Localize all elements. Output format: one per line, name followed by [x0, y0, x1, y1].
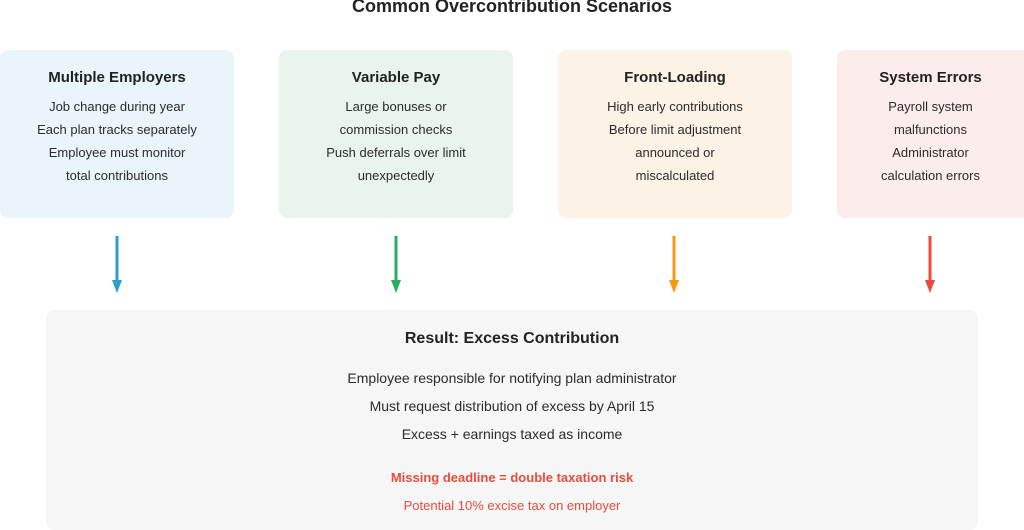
- scenario-card-system-errors: System Errors Payroll system malfunction…: [837, 50, 1024, 218]
- arrow-head: [112, 280, 122, 293]
- scenario-card-variable-pay: Variable Pay Large bonuses or commission…: [279, 50, 513, 218]
- result-line: Must request distribution of excess by A…: [369, 398, 655, 414]
- scenario-line: Large bonuses or: [345, 99, 447, 114]
- scenario-line: Employee must monitor: [48, 145, 186, 160]
- result-line: Employee responsible for notifying plan …: [347, 370, 677, 386]
- diagram-title: Common Overcontribution Scenarios: [351, 0, 673, 16]
- scenario-line: High early contributions: [607, 99, 743, 114]
- scenario-line: total contributions: [66, 168, 168, 183]
- excise-tax-warning: Potential 10% excise tax on employer: [403, 498, 621, 513]
- arrow-head: [391, 280, 401, 293]
- result-box: Result: Excess Contribution Employee res…: [46, 310, 978, 530]
- scenario-line: Job change during year: [49, 99, 185, 114]
- scenario-line: announced or: [635, 145, 715, 160]
- scenario-card-front-loading: Front-Loading High early contributions B…: [558, 50, 792, 218]
- scenario-title: System Errors: [879, 69, 982, 86]
- down-arrow-icon: [112, 236, 122, 293]
- down-arrow-icon: [925, 236, 935, 293]
- down-arrow-icon: [669, 236, 679, 293]
- scenario-line: Administrator: [892, 145, 969, 160]
- arrow-head: [925, 280, 935, 293]
- result-line: Excess + earnings taxed as income: [401, 426, 623, 442]
- arrow-head: [669, 280, 679, 293]
- scenario-title: Multiple Employers: [48, 69, 186, 86]
- scenario-line: Payroll system: [888, 99, 973, 114]
- scenario-line: Push deferrals over limit: [326, 145, 466, 160]
- scenario-title: Variable Pay: [351, 69, 441, 86]
- scenario-line: miscalculated: [635, 168, 715, 183]
- scenario-line: Before limit adjustment: [608, 122, 742, 137]
- scenario-title: Front-Loading: [624, 69, 726, 86]
- scenario-line: commission checks: [339, 122, 453, 137]
- result-title: Result: Excess Contribution: [404, 330, 620, 347]
- double-taxation-warning: Missing deadline = double taxation risk: [390, 470, 634, 485]
- scenario-line: calculation errors: [881, 168, 980, 183]
- scenario-line: unexpectedly: [357, 168, 435, 183]
- scenario-line: malfunctions: [894, 122, 967, 137]
- down-arrow-icon: [391, 236, 401, 293]
- scenario-line: Each plan tracks separately: [37, 122, 197, 137]
- scenario-card-multiple-employers: Multiple Employers Job change during yea…: [0, 50, 234, 218]
